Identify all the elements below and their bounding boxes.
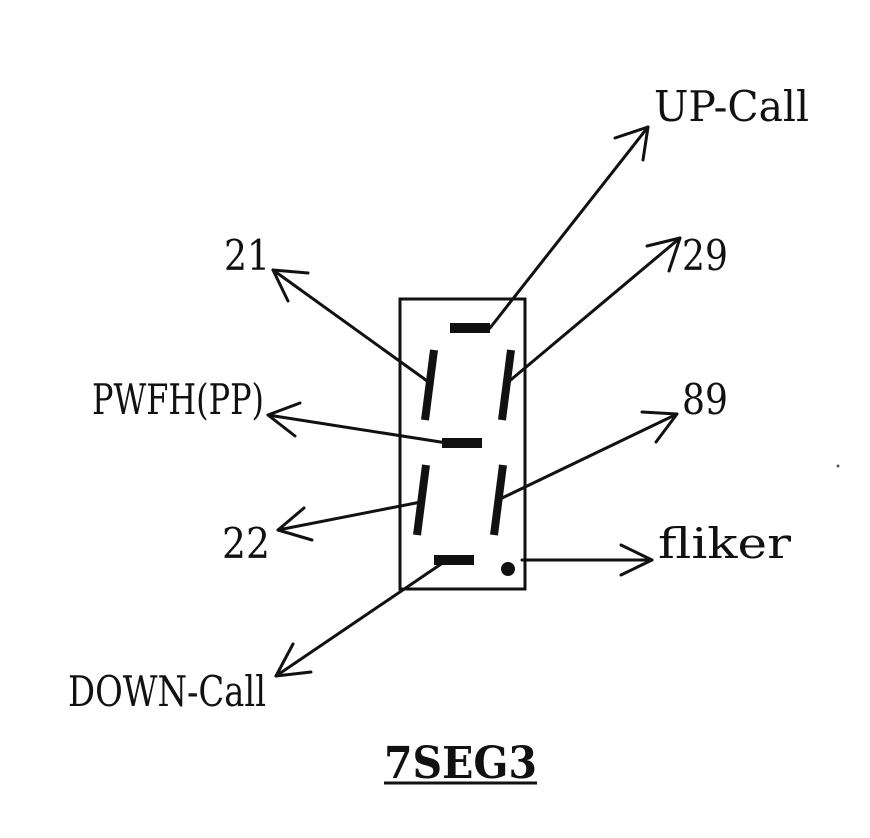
arrow-89 (496, 410, 679, 502)
arrow-22 (276, 500, 423, 542)
arrow-29 (505, 236, 682, 385)
segments (413, 323, 515, 565)
label-down-call: DOWN-Call (68, 667, 266, 716)
segment-lower-left (413, 464, 430, 536)
segment-upper-left (421, 349, 438, 421)
label-21: 21 (224, 231, 270, 280)
arrow-fliker (520, 543, 654, 577)
label-up-call: UP-Call (654, 82, 809, 131)
arrow-down-call (274, 558, 449, 678)
stray-dot (836, 464, 840, 468)
arrow-up-call (488, 125, 650, 330)
arrows (266, 125, 682, 678)
decimal-point (501, 562, 515, 576)
arrow-pwfh-pp (266, 401, 449, 445)
label-89: 89 (682, 375, 728, 424)
arrow-21 (271, 268, 432, 385)
segment-upper-right (498, 349, 515, 421)
diagram-caption: 7SEG3 (384, 738, 537, 789)
label-pwfh-pp: PWFH(PP) (92, 375, 264, 424)
label-22: 22 (222, 519, 270, 568)
label-29: 29 (682, 231, 728, 280)
label-fliker: fliker (658, 519, 792, 568)
display-body (398, 297, 527, 591)
